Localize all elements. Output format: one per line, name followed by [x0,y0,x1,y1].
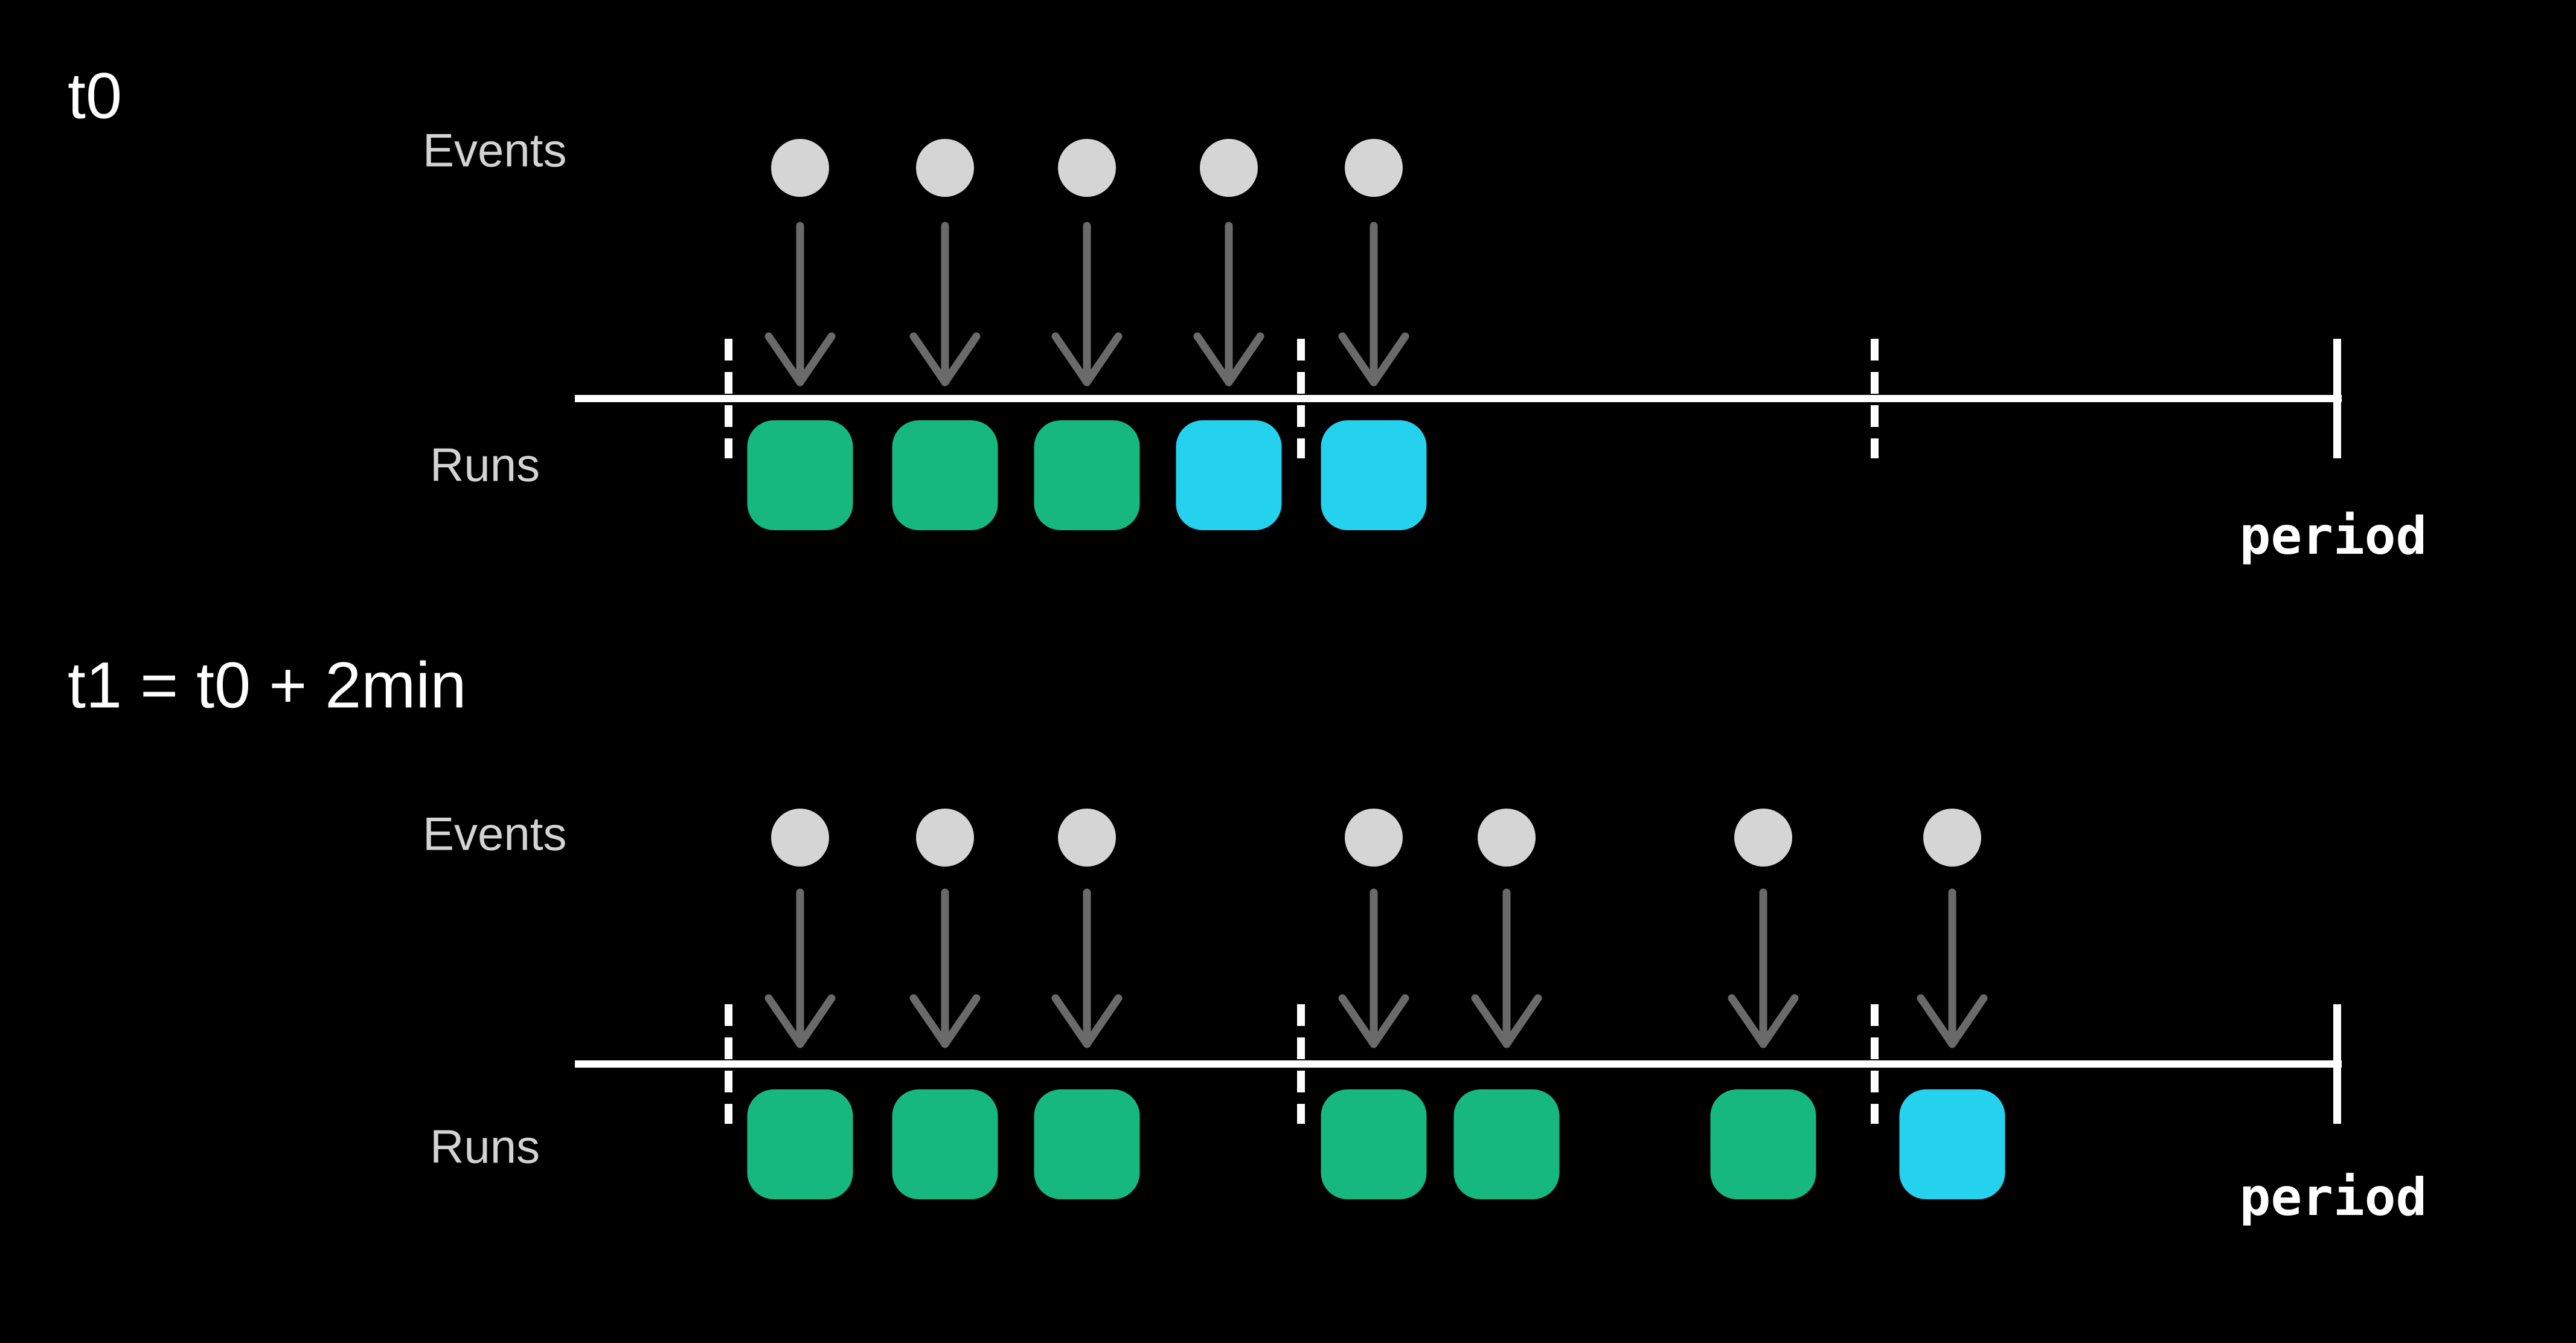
dashed-period-tick [1871,1004,1879,1124]
event-dot [1058,809,1116,867]
dashed-period-tick [725,1004,732,1124]
run-box-green [747,420,853,530]
dashed-period-tick [725,339,732,458]
run-box-green [1321,1089,1427,1199]
arrow-down-icon [909,222,981,386]
arrow-down-icon [1917,888,1988,1048]
event-dot [771,139,829,197]
event-dot [1734,809,1792,867]
event-dot [1345,139,1403,197]
event-dot [1058,139,1116,197]
arrow-down-icon [1728,888,1799,1048]
arrow-down-icon [1338,888,1409,1048]
run-box-green [1453,1089,1560,1199]
period-end-tick [2333,1004,2341,1124]
timeline-axis [575,395,2342,402]
runs-row-label: Runs [430,438,540,492]
arrow-down-icon [1471,888,1542,1048]
arrow-down-icon [764,222,836,386]
event-dot [1478,809,1536,867]
run-box-green [1710,1089,1816,1199]
events-row-label: Events [423,123,567,177]
arrow-down-icon [1051,222,1123,386]
arrow-down-icon [909,888,981,1048]
dashed-period-tick [1297,339,1305,458]
events-row-label: Events [423,807,567,861]
period-end-tick [2333,339,2341,458]
event-dot [916,139,974,197]
run-box-green [1034,420,1140,530]
period-label: period [2239,1167,2427,1228]
period-label: period [2239,506,2427,566]
event-dot [1345,809,1403,867]
arrow-down-icon [764,888,836,1048]
runs-row-label: Runs [430,1120,540,1173]
panel-title: t1 = t0 + 2min [68,648,467,722]
panel-title: t0 [68,59,123,132]
dashed-period-tick [1297,1004,1305,1124]
arrow-down-icon [1193,222,1264,386]
run-box-green [892,1089,998,1199]
dashed-period-tick [1871,339,1879,458]
run-box-green [892,420,998,530]
event-dot [771,809,829,867]
event-dot [1200,139,1258,197]
run-box-green [747,1089,853,1199]
event-dot [916,809,974,867]
run-box-green [1034,1089,1140,1199]
run-box-cyan [1899,1089,2005,1199]
run-box-cyan [1321,420,1427,530]
arrow-down-icon [1338,222,1409,386]
timeline-axis [575,1060,2342,1068]
arrow-down-icon [1051,888,1123,1048]
run-box-cyan [1176,420,1282,530]
event-dot [1923,809,1981,867]
